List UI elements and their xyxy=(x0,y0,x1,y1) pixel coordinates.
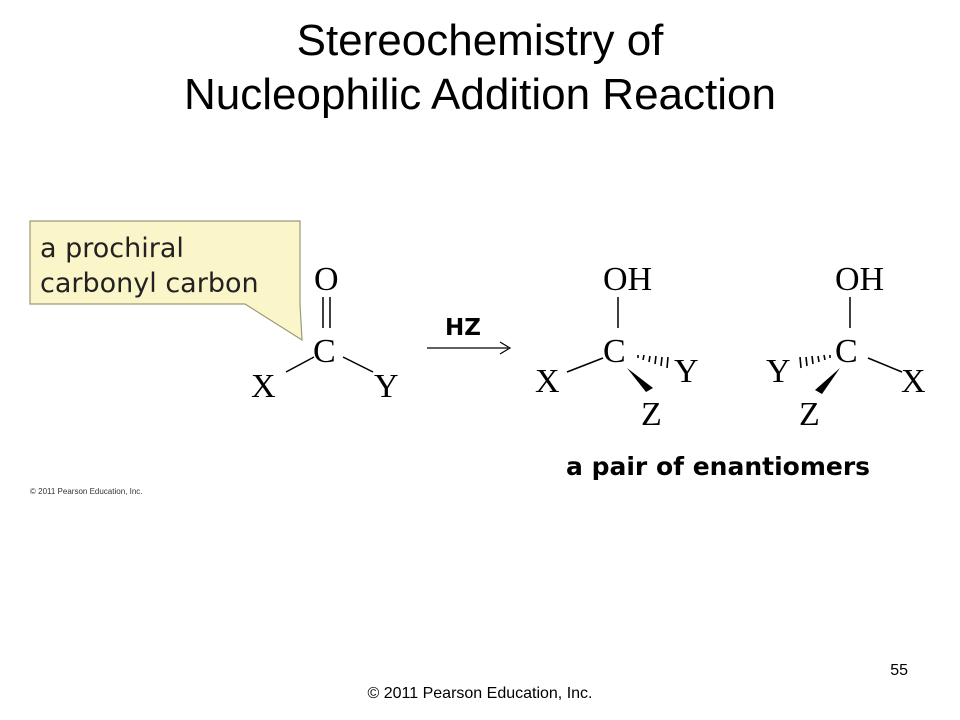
figure-credit: © 2011 Pearson Education, Inc. xyxy=(30,487,143,496)
enantiomers-caption: a pair of enantiomers xyxy=(566,452,870,481)
product-2-molecule: OH C Y X Z xyxy=(766,261,926,433)
product-2-atom-x: X xyxy=(901,363,926,400)
product-2-hashed-bond-cy xyxy=(799,354,831,369)
product-1-bond-cx xyxy=(566,357,604,373)
callout-box xyxy=(29,220,303,342)
product-1-molecule: OH C X Y Z xyxy=(535,261,699,433)
product-1-atom-c: C xyxy=(603,333,626,370)
callout-text-line-2: carbonyl carbon xyxy=(40,268,259,299)
slide-title-line-1: Stereochemistry of xyxy=(296,16,664,65)
reactant-bond-cy xyxy=(342,356,374,373)
arrow-head xyxy=(499,341,512,355)
callout-text-line-1: a prochiral xyxy=(40,233,184,264)
slide-title: Stereochemistry of Nucleophilic Addition… xyxy=(0,14,960,122)
reactant-molecule: O C X Y xyxy=(251,261,399,405)
footer-credit: © 2011 Pearson Education, Inc. xyxy=(367,685,593,702)
product-2-atom-oh: OH xyxy=(835,261,884,298)
product-1-atom-y: Y xyxy=(674,353,699,390)
product-2-bond-cx xyxy=(867,357,903,373)
product-1-atom-x: X xyxy=(535,363,560,400)
product-2-atom-c: C xyxy=(835,333,858,370)
callout: a prochiral carbonyl carbon xyxy=(29,220,303,342)
reagent-label: HZ xyxy=(445,315,481,341)
slide-title-line-2: Nucleophilic Addition Reaction xyxy=(184,70,776,119)
product-2-atom-z: Z xyxy=(799,396,820,433)
product-1-atom-z: Z xyxy=(641,396,662,433)
product-1-hashed-bond-cy xyxy=(637,354,669,369)
reactant-atom-x: X xyxy=(251,368,276,405)
reactant-atom-o: O xyxy=(314,261,339,298)
reactant-atom-c: C xyxy=(313,333,336,370)
product-2-wedge-bond-cz xyxy=(815,368,840,394)
reaction-arrow: HZ xyxy=(427,315,512,355)
page-number: 55 xyxy=(890,662,908,679)
product-2-atom-y: Y xyxy=(766,353,791,390)
reactant-atom-y: Y xyxy=(374,368,399,405)
product-1-atom-oh: OH xyxy=(603,261,652,298)
reactant-bond-cx xyxy=(285,356,315,373)
product-1-wedge-bond-cz xyxy=(627,368,653,392)
